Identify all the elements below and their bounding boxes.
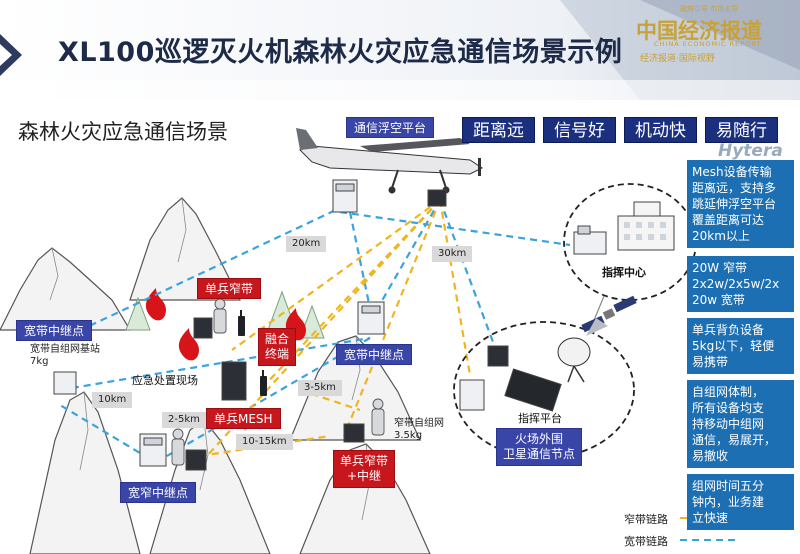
node-satellite-line2: 卫星通信节点 <box>503 447 576 461</box>
distance-10-15km: 10-15km <box>236 434 293 450</box>
legend-narrowband-label: 窄带链路 <box>624 513 668 526</box>
side-panel-network-line3: 持移动中组网 <box>692 417 765 431</box>
logo-subtitle: 经济报道·国际视野 <box>640 54 715 64</box>
logo-name: 中国经济报道 <box>636 18 762 43</box>
handheld-radios <box>238 310 267 396</box>
side-panel-network-line2: 所有设备均支 <box>692 401 765 415</box>
node-satellite: 火场外围 卫星通信节点 <box>496 428 583 466</box>
label-narrow-net-line1: 窄带自组网 <box>394 418 444 429</box>
distance-20km: 20km <box>286 236 327 252</box>
side-panel-setup-time-line1: 组网时间五分 <box>692 479 765 493</box>
page-title: XL100巡逻灭火机森林火灾应急通信场景示例 <box>58 37 623 68</box>
label-scene: 应急处置现场 <box>132 374 198 387</box>
satellite-dish-icon <box>557 337 591 383</box>
label-narrow-net-line2: 3.5kg <box>394 430 423 441</box>
distance-2-5km: 2-5km <box>162 412 206 428</box>
side-panel-weight-line3: 易携带 <box>692 355 729 369</box>
feature-tag-portable: 易随行 <box>705 117 778 143</box>
label-base-station-line2: 7kg <box>30 356 49 367</box>
broadband-links <box>59 199 740 541</box>
side-panel-network-line4: 通信，易展开， <box>692 433 777 447</box>
mountains <box>0 197 431 554</box>
side-panel-mesh-line3: 跳延伸浮空平台 <box>692 197 777 211</box>
side-panel-setup-time-line3: 立快速 <box>692 511 729 525</box>
label-command-platform: 指挥平台 <box>518 412 562 425</box>
node-single-narrow-relay: 单兵窄带 +中继 <box>333 450 396 488</box>
node-single-narrow-relay-line1: 单兵窄带 <box>340 454 389 468</box>
side-panel-mesh-line4: 覆盖距离可达 <box>692 213 765 227</box>
label-narrow-net: 窄带自组网 3.5kg <box>394 418 444 442</box>
node-broadband-relay-left: 宽带中继点 <box>16 320 93 341</box>
side-panel-mesh-line2: 距离远，支持多 <box>692 181 777 195</box>
side-panel-weight-line1: 单兵背负设备 <box>692 323 765 337</box>
side-panel-power-line2: 2x2w/2x5w/2x <box>692 277 780 291</box>
label-base-station: 宽带自组网基站 7kg <box>30 344 100 368</box>
uplink-arrow <box>586 318 608 336</box>
label-base-station-line1: 宽带自组网基站 <box>30 344 100 355</box>
side-panel-power: 20W 窄带 2x2w/2x5w/2x 20w 宽带 <box>687 256 794 312</box>
node-fusion-terminal: 融合 终端 <box>258 328 297 366</box>
side-panel-network-line5: 易撤收 <box>692 449 729 463</box>
side-panel-mesh-line1: Mesh设备传输 <box>692 165 772 179</box>
distance-3-5km: 3-5km <box>298 380 342 396</box>
label-command-center: 指挥中心 <box>602 266 646 279</box>
node-platform: 通信浮空平台 <box>346 117 435 138</box>
node-single-mesh: 单兵MESH <box>206 408 281 429</box>
side-panel-network: 自组网体制， 所有设备均支 持移动中组网 通信，易展开， 易撤收 <box>687 380 794 468</box>
side-panel-setup-time-line2: 钟内，业务建 <box>692 495 765 509</box>
side-panel-mesh: Mesh设备传输 距离远，支持多 跳延伸浮空平台 覆盖距离可达 20km以上 <box>687 160 794 248</box>
node-single-narrow-relay-line2: +中继 <box>346 469 382 483</box>
header-band <box>0 0 800 100</box>
feature-tag-signal: 信号好 <box>543 117 616 143</box>
distance-30km: 30km <box>432 246 473 262</box>
brand-hytera: Hytera <box>718 141 783 161</box>
scene-title: 森林火灾应急通信场景 <box>18 120 228 144</box>
feature-tag-range: 距离远 <box>462 117 535 143</box>
logo-english: CHINA ECONOMIC REPORT <box>654 40 762 48</box>
node-satellite-line1: 火场外围 <box>515 432 564 446</box>
feature-tag-mobility: 机动快 <box>624 117 697 143</box>
distance-10km: 10km <box>92 392 133 408</box>
side-panel-network-line1: 自组网体制， <box>692 385 765 399</box>
side-panel-setup-time: 组网时间五分 钟内，业务建 立快速 <box>687 474 794 530</box>
side-panel-weight: 单兵背负设备 5kg以下，轻便 易携带 <box>687 318 794 374</box>
node-fusion-terminal-line2: 终端 <box>265 347 290 361</box>
side-panel-mesh-line5: 20km以上 <box>692 229 750 243</box>
chevron-decoration <box>0 34 22 76</box>
node-broadband-relay-mid: 宽带中继点 <box>336 344 413 365</box>
command-center-building <box>573 201 675 255</box>
node-single-narrow: 单兵窄带 <box>197 278 262 299</box>
logo-slogan: 政府引导 市场主导 <box>680 5 739 13</box>
radio-devices <box>53 179 562 471</box>
satellite-icon <box>581 295 637 333</box>
aircraft-icon <box>296 128 483 194</box>
side-panel-weight-line2: 5kg以下，轻便 <box>692 339 775 353</box>
node-fusion-terminal-line1: 融合 <box>265 332 290 346</box>
soldier-figures <box>171 298 385 466</box>
side-panel-power-line3: 20w 宽带 <box>692 293 745 307</box>
side-panel-power-line1: 20W 窄带 <box>692 261 747 275</box>
node-wide-narrow-relay: 宽窄中继点 <box>120 482 197 503</box>
legend-broadband-label: 宽带链路 <box>624 535 668 548</box>
